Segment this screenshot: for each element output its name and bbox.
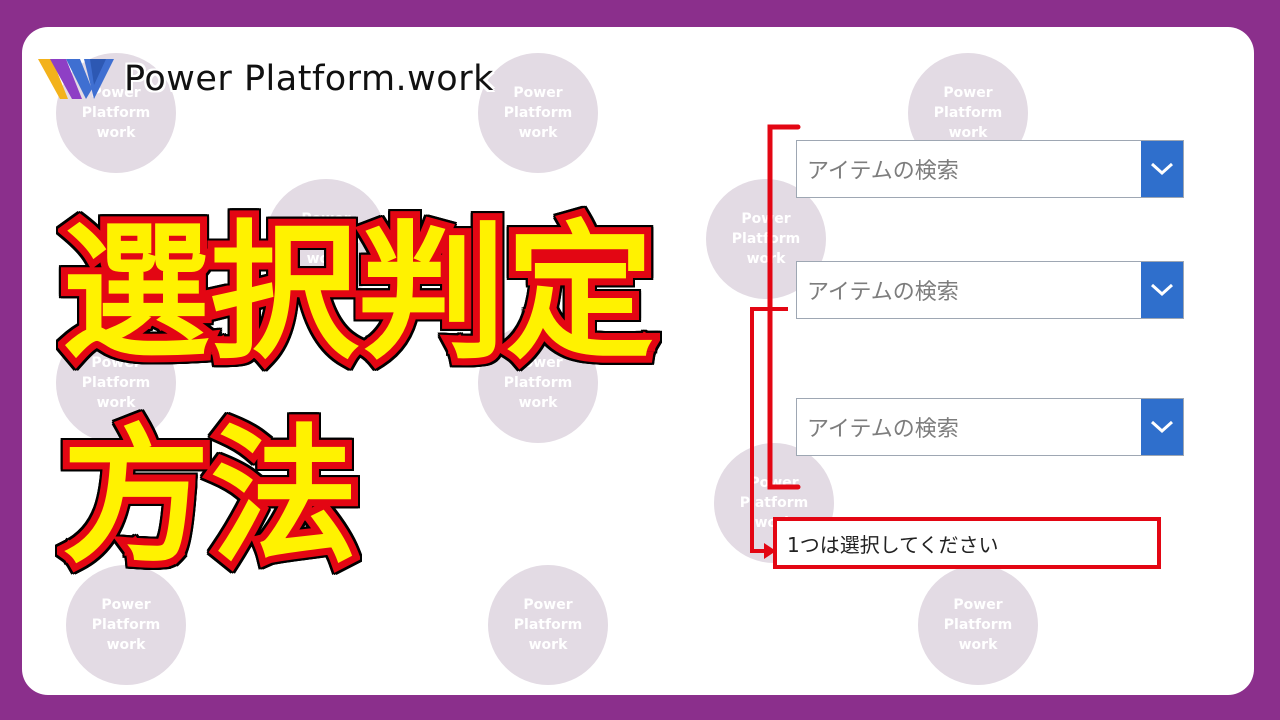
combobox-placeholder: アイテムの検索	[807, 417, 959, 442]
item-search-combobox-3[interactable]: アイテムの検索	[796, 398, 1184, 456]
combobox-dropdown-button[interactable]	[1141, 141, 1183, 197]
watermark-logo: Power Platform work	[66, 565, 186, 685]
watermark-logo: Power Platform work	[478, 53, 598, 173]
watermark-logo: Power Platform work	[266, 179, 386, 299]
thumbnail-card: Power Platform work Power Platform work …	[22, 27, 1254, 695]
chevron-down-icon	[1150, 420, 1174, 434]
watermark-logo: Power Platform work	[918, 565, 1038, 685]
headline-line-1: 選択判定	[55, 206, 661, 380]
arrow-head	[764, 543, 776, 559]
chevron-down-icon	[1150, 162, 1174, 176]
annotation-brackets	[750, 124, 801, 559]
watermark-logo: Power Platform work	[488, 565, 608, 685]
combobox-placeholder: アイテムの検索	[807, 159, 959, 184]
watermark-logo: Power Platform work	[478, 323, 598, 443]
headline-line-2: 方法	[55, 410, 365, 584]
chevron-down-icon	[1150, 283, 1174, 297]
combobox-dropdown-button[interactable]	[1141, 262, 1183, 318]
combobox-dropdown-button[interactable]	[1141, 399, 1183, 455]
combobox-placeholder: アイテムの検索	[807, 280, 959, 305]
item-search-combobox-2[interactable]: アイテムの検索	[796, 261, 1184, 319]
validation-message: 1つは選択してください	[773, 517, 1161, 569]
item-search-combobox-1[interactable]: アイテムの検索	[796, 140, 1184, 198]
watermark-logo: Power Platform work	[56, 323, 176, 443]
arrow-bracket	[750, 307, 788, 553]
brand-name: Power Platform.work	[124, 59, 494, 99]
brand-logo: Power Platform.work	[38, 55, 494, 103]
validation-message-text: 1つは選択してください	[787, 532, 999, 557]
power-platform-logo-icon	[38, 59, 114, 99]
